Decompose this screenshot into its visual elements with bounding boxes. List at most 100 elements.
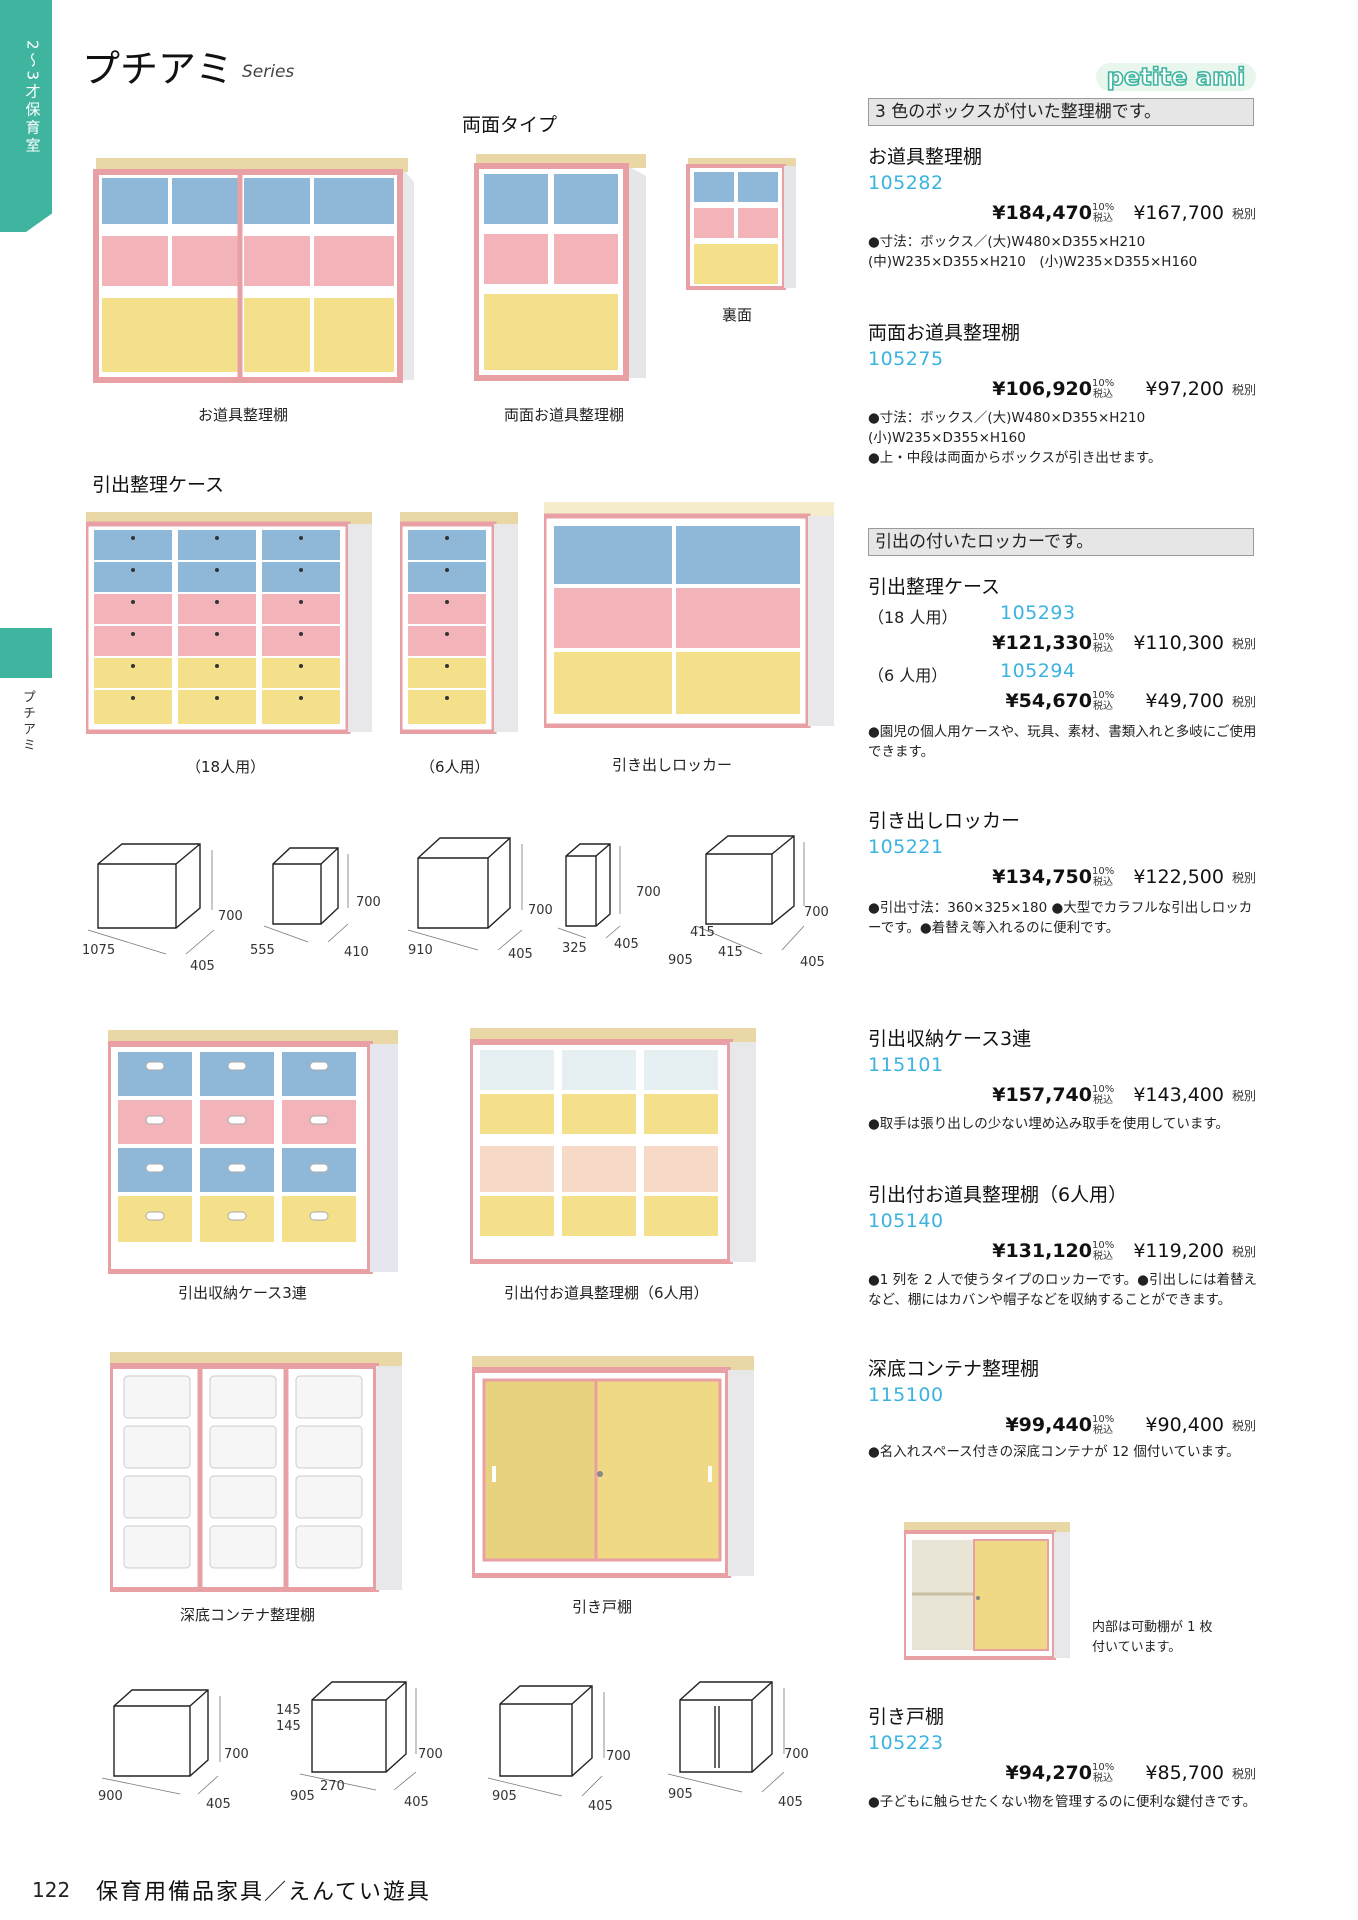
- product-code-3ren: 115101: [868, 1054, 944, 1076]
- svg-text:700: 700: [418, 1747, 443, 1762]
- price-excl: ¥167,700: [1133, 202, 1224, 224]
- svg-text:410: 410: [344, 945, 369, 960]
- product-name-3ren: 引出収納ケース3連: [868, 1028, 1032, 1050]
- caption-6nin: 引出付お道具整理棚（6人用）: [504, 1284, 709, 1302]
- svg-text:905: 905: [492, 1789, 517, 1804]
- caption-back-side: 裏面: [722, 306, 753, 324]
- svg-text:905: 905: [290, 1789, 315, 1804]
- ryomen-type-heading: 両面タイプ: [462, 114, 558, 136]
- dimension-diagrams-2: 700 900 405 700 905 405 145 145 270 700 …: [98, 1681, 809, 1814]
- product-name-locker: 引き出しロッカー: [868, 810, 1021, 832]
- svg-text:1075: 1075: [82, 943, 115, 958]
- caption-ryomen: 両面お道具整理棚: [504, 406, 625, 424]
- caption-hikido: 引き戸棚: [572, 1598, 633, 1616]
- product-name-hikido: 引き戸棚: [868, 1706, 945, 1728]
- inside-note-2: 付いています。: [1092, 1640, 1182, 1655]
- svg-text:700: 700: [218, 909, 243, 924]
- locker-image: [544, 502, 834, 728]
- svg-text:145: 145: [276, 1719, 301, 1734]
- storage-3ren-image: [108, 1030, 398, 1274]
- product-name-container: 深底コンテナ整理棚: [868, 1358, 1040, 1380]
- banner-box-shelf: 3 色のボックスが付いた整理棚です。: [868, 98, 1254, 126]
- desc-3ren: ●取手は張り出しの少ない埋め込み取手を使用しています。: [868, 1116, 1230, 1132]
- svg-text:415: 415: [690, 925, 715, 940]
- price-row-odogu: ¥184,470 10%税込 ¥167,700 税別: [868, 198, 1256, 224]
- product-code-hikido: 105223: [868, 1732, 944, 1754]
- svg-text:700: 700: [528, 903, 553, 918]
- product-name-odogu: お道具整理棚: [868, 146, 983, 168]
- svg-text:405: 405: [190, 959, 215, 974]
- sliding-door-inside-image: [904, 1522, 1070, 1660]
- odogu-shelf-image: [93, 158, 414, 383]
- desc-container: ●名入れスペース付きの深底コンテナが 12 個付いています。: [868, 1444, 1240, 1460]
- svg-text:405: 405: [588, 1799, 613, 1814]
- svg-text:700: 700: [356, 895, 381, 910]
- price-incl: ¥184,470: [992, 202, 1092, 224]
- svg-text:700: 700: [224, 1747, 249, 1762]
- case-18-image: [86, 512, 372, 734]
- caption-18: （18人用）: [186, 758, 266, 776]
- series-tab-marker: [0, 628, 52, 678]
- svg-text:405: 405: [508, 947, 533, 962]
- product-code-6: 105294: [1000, 660, 1076, 682]
- banner-locker: 引出の付いたロッカーです。: [868, 528, 1254, 556]
- svg-text:405: 405: [404, 1795, 429, 1810]
- price-row-hikido: ¥94,270 10%税込 ¥85,700 税別: [1005, 1762, 1256, 1784]
- container-shelf-image: [110, 1352, 402, 1592]
- tax-excl-label: 税別: [1231, 207, 1256, 221]
- dimension-diagrams-1: 700 1075 405 700 555 410 700 910 405 700…: [82, 835, 829, 974]
- desc-odogu: ●寸法：ボックス／(大)W480×D355×H210(中)W235×D355×H…: [868, 234, 1198, 270]
- svg-text:270: 270: [320, 1779, 345, 1794]
- category-tab: 2〜3才保育室: [0, 0, 52, 232]
- price-row-container: ¥99,440 10%税込 ¥90,400 税別: [1005, 1414, 1256, 1436]
- desc-hikidashi-case: ●園児の個人用ケースや、玩具、素材、書類入れと多岐にご使用できます。: [868, 724, 1257, 760]
- svg-text:905: 905: [668, 953, 693, 968]
- back-side-image: [686, 158, 796, 290]
- product-code-ryomen: 105275: [868, 348, 944, 370]
- svg-text:405: 405: [778, 1795, 803, 1810]
- hikidashi-heading: 引出整理ケース: [92, 474, 225, 496]
- product-name-6nin: 引出付お道具整理棚（6人用）: [868, 1184, 1128, 1206]
- product-name-hikidashi-case: 引出整理ケース: [868, 576, 1001, 598]
- tax-label: 10%税込: [1092, 202, 1115, 224]
- svg-text:555: 555: [250, 943, 275, 958]
- caption-locker: 引き出しロッカー: [612, 756, 733, 774]
- page-title: プチアミ: [82, 47, 234, 91]
- product-code-18: 105293: [1000, 602, 1076, 624]
- product-code-6nin: 105140: [868, 1210, 944, 1232]
- page-number: 122: [32, 1878, 71, 1902]
- price-row-18: ¥121,330 10%税込 ¥110,300 税別: [992, 632, 1256, 654]
- price-row-locker: ¥134,750 10%税込 ¥122,500 税別: [992, 866, 1256, 888]
- svg-text:405: 405: [614, 937, 639, 952]
- price-row-6nin: ¥131,120 10%税込 ¥119,200 税別: [992, 1240, 1256, 1262]
- product-code-container: 115100: [868, 1384, 944, 1406]
- svg-text:325: 325: [562, 941, 587, 956]
- price-row-3ren: ¥157,740 10%税込 ¥143,400 税別: [992, 1084, 1256, 1106]
- odogu-6nin-image: [470, 1028, 756, 1264]
- footer-title: 保育用備品家具／えんてい遊具: [96, 1880, 431, 1905]
- product-name-ryomen: 両面お道具整理棚: [868, 322, 1021, 344]
- desc-hikido: ●子どもに触らせたくない物を管理するのに便利な鍵付きです。: [868, 1794, 1257, 1810]
- logo-text: petite ami: [1107, 63, 1246, 91]
- svg-text:405: 405: [206, 1797, 231, 1812]
- product-code-locker: 105221: [868, 836, 944, 858]
- caption-3ren: 引出収納ケース3連: [178, 1284, 307, 1302]
- variant-6-label: （6 人用）: [868, 666, 948, 685]
- svg-text:415: 415: [718, 945, 743, 960]
- desc-6nin: ●1 列を 2 人で使うタイプのロッカーです。●引出しには着替えなど、棚にはカバ…: [868, 1272, 1257, 1308]
- inside-note-1: 内部は可動棚が 1 枚: [1092, 1620, 1213, 1635]
- price-row-6: ¥54,670 10%税込 ¥49,700 税別: [1005, 690, 1256, 712]
- product-code-odogu: 105282: [868, 172, 944, 194]
- svg-text:700: 700: [636, 885, 661, 900]
- svg-text:900: 900: [98, 1789, 123, 1804]
- svg-text:145: 145: [276, 1703, 301, 1718]
- petite-ami-logo: petite ami: [1096, 62, 1256, 92]
- caption-odogu: お道具整理棚: [198, 406, 289, 424]
- case-6-image: [400, 512, 518, 734]
- svg-text:405: 405: [800, 955, 825, 970]
- series-tab-label: プチアミ: [20, 690, 35, 754]
- sliding-door-image: [472, 1356, 754, 1578]
- svg-text:700: 700: [606, 1749, 631, 1764]
- variant-18-label: （18 人用）: [868, 608, 958, 627]
- svg-text:700: 700: [784, 1747, 809, 1762]
